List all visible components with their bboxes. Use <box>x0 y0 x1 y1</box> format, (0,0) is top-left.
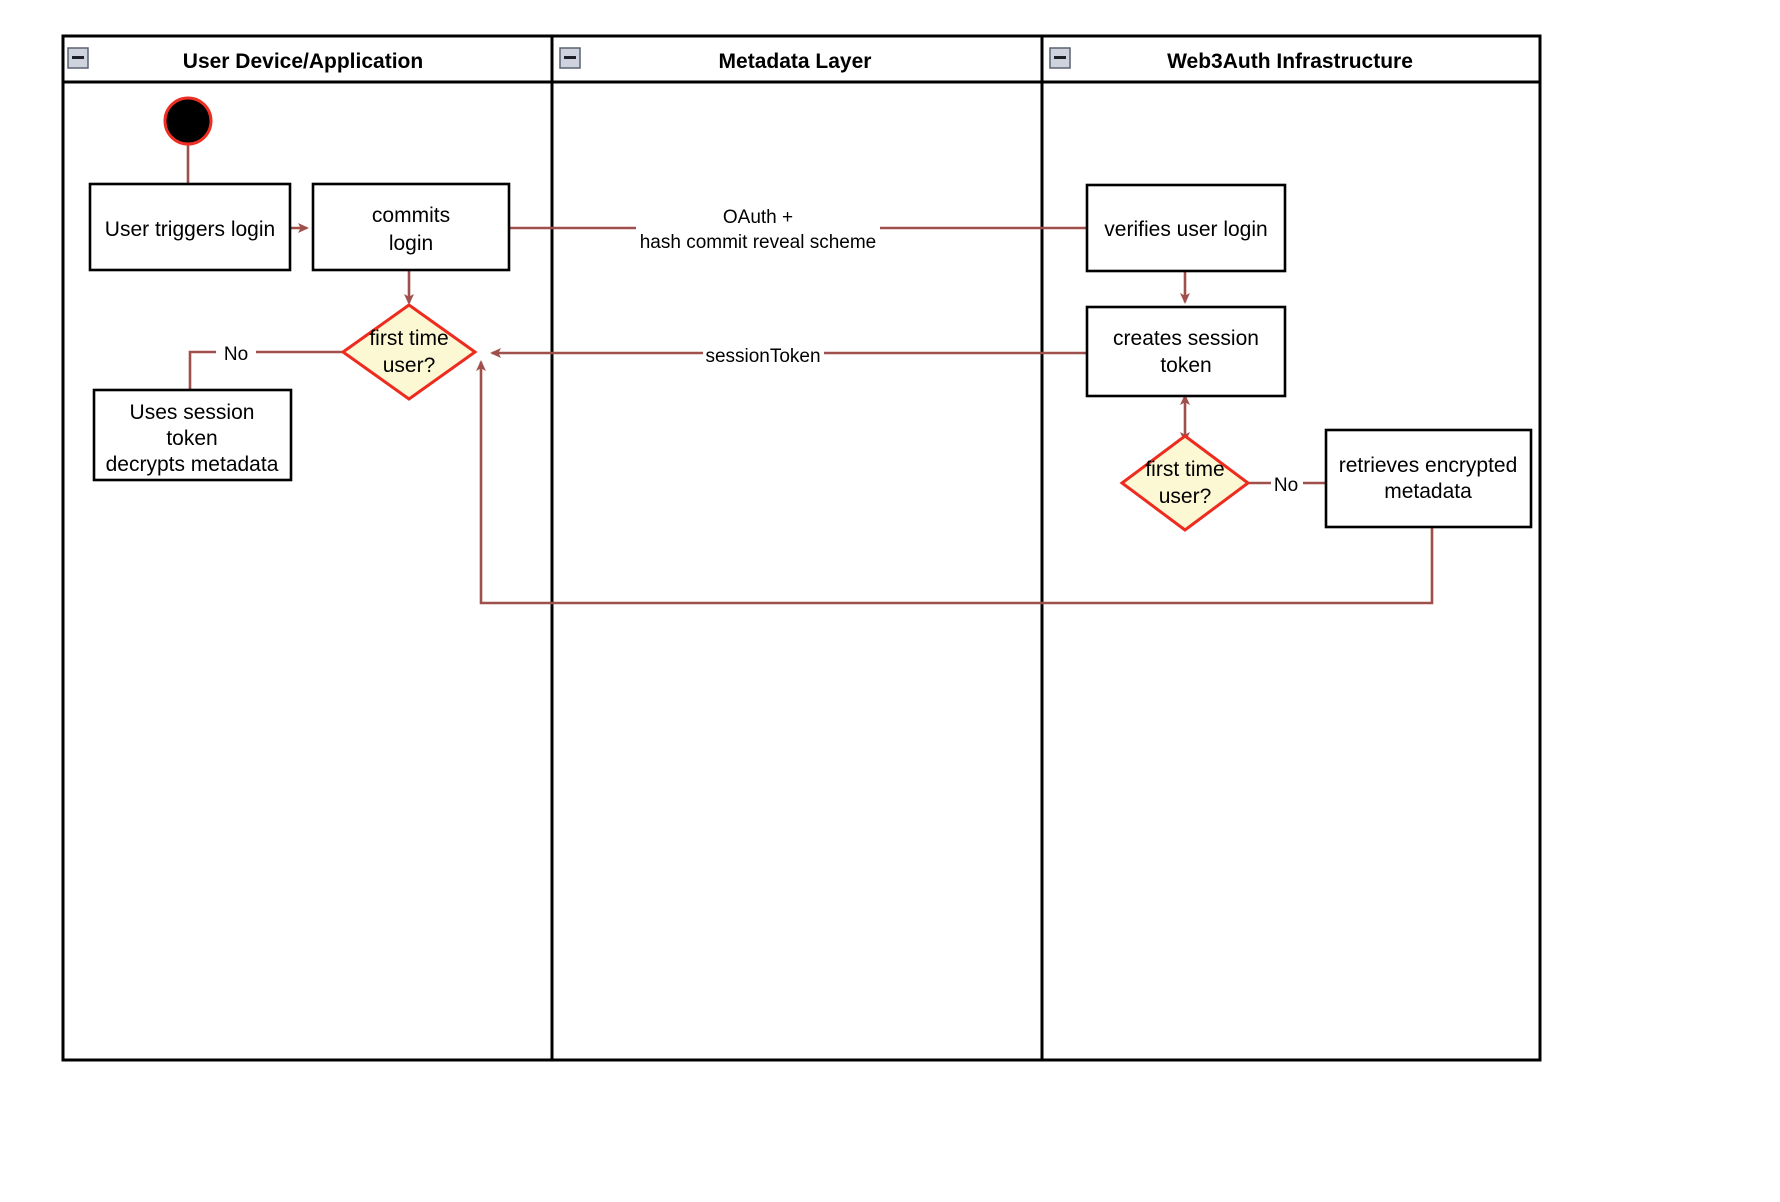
edge-label-oauth-line1: OAuth + <box>723 207 793 228</box>
node-label-retrieves-encrypted-metadata-line1: retrieves encrypted <box>1339 454 1518 477</box>
node-label-uses-session-token-line3: decrypts metadata <box>106 453 279 476</box>
node-verifies-user-login[interactable]: verifies user login <box>1085 183 1287 273</box>
edge-label-oauth-line2: hash commit reveal scheme <box>640 232 877 253</box>
node-commits-login[interactable]: commits login <box>311 182 511 272</box>
node-label-uses-session-token-line1: Uses session <box>130 401 255 424</box>
node-label-creates-session-token-line2: token <box>1160 354 1211 377</box>
node-label-decision-server-line1: first time <box>1145 458 1224 481</box>
node-label-uses-session-token-line2: token <box>166 427 217 450</box>
edge-label-session-token: sessionToken <box>705 346 820 367</box>
minus-icon-bar <box>564 56 576 59</box>
node-label-decision-client-line2: user? <box>383 354 436 377</box>
swimlane-frame <box>61 34 1542 1062</box>
lane-header-web3auth[interactable]: Web3Auth Infrastructure <box>1049 47 1413 73</box>
node-label-decision-client-line1: first time <box>369 327 448 350</box>
node-label-commits-login-line1: commits <box>372 204 450 227</box>
minus-icon-bar <box>1054 56 1066 59</box>
node-label-commits-login-line2: login <box>389 232 433 255</box>
edge-label-no-client: No <box>224 344 248 365</box>
lane-header-metadata[interactable]: Metadata Layer <box>559 47 872 73</box>
edge-decision-client-no-down <box>188 350 216 390</box>
node-label-verifies-user-login: verifies user login <box>1104 218 1267 241</box>
edge-label-no-server: No <box>1274 475 1298 496</box>
lane-header-user-device[interactable]: User Device/Application <box>67 47 423 73</box>
node-label-decision-server-line2: user? <box>1159 485 1212 508</box>
node-label-creates-session-token-line1: creates session <box>1113 327 1259 350</box>
node-user-triggers-login[interactable]: User triggers login <box>88 182 292 272</box>
node-decision-first-time-user-server[interactable]: first time user? <box>1119 434 1251 532</box>
lane-title-user-device: User Device/Application <box>183 50 423 73</box>
edge-label-layer: OAuth + hash commit reveal scheme sessio… <box>224 207 1298 496</box>
node-retrieves-encrypted-metadata[interactable]: retrieves encrypted metadata <box>1324 428 1533 529</box>
edge-layer <box>186 144 1434 605</box>
edge-retrieves-return-to-decision-client <box>476 360 1434 605</box>
node-decision-first-time-user-client[interactable]: first time user? <box>340 303 478 401</box>
node-label-retrieves-encrypted-metadata-line2: metadata <box>1384 480 1472 503</box>
node-label-user-triggers-login: User triggers login <box>105 218 275 241</box>
node-initial-node[interactable] <box>163 96 213 146</box>
lane-title-metadata: Metadata Layer <box>719 50 872 73</box>
minus-icon-bar <box>72 56 84 59</box>
lane-title-web3auth: Web3Auth Infrastructure <box>1167 50 1413 73</box>
node-uses-session-token[interactable]: Uses session token decrypts metadata <box>92 388 293 482</box>
node-creates-session-token[interactable]: creates session token <box>1085 305 1287 398</box>
